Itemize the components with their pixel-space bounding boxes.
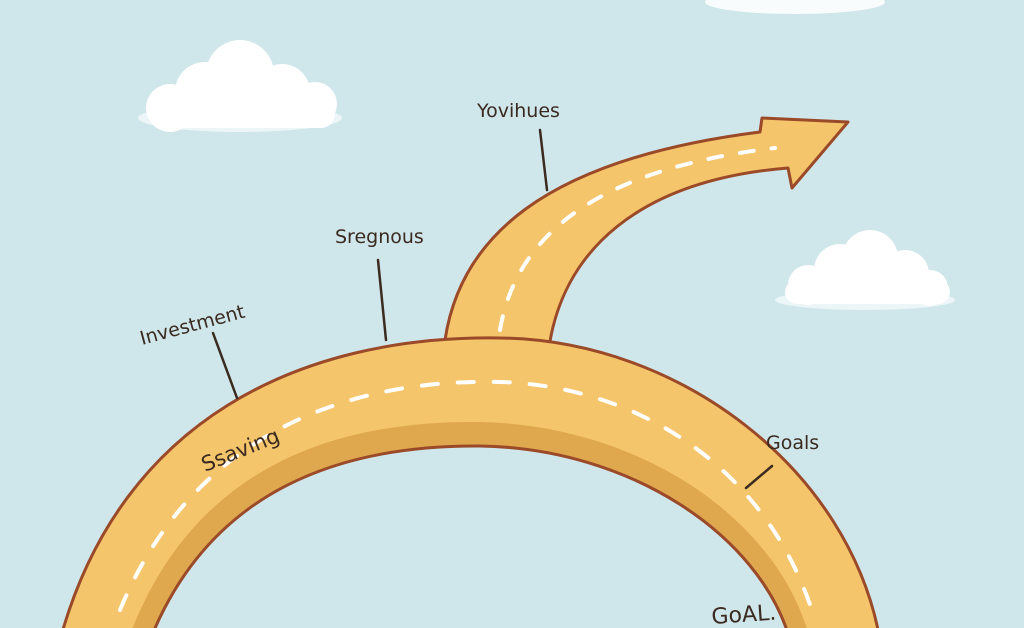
arrow-icon <box>443 116 850 357</box>
leader-line-goals <box>744 464 774 490</box>
bridge-road <box>62 336 879 628</box>
leader-line-strategies <box>376 258 388 342</box>
label-goal-bottom: GoAL. <box>711 601 777 628</box>
cloud-icon <box>138 40 342 132</box>
label-strategies: Sregnous <box>335 226 424 248</box>
label-ventures: Yovihues <box>476 100 560 122</box>
cloud-icon <box>775 230 955 310</box>
cloud-icon <box>705 0 885 14</box>
label-goals: Goals <box>766 432 819 454</box>
leader-line-ventures <box>538 128 549 192</box>
leader-line-investment <box>211 331 239 400</box>
